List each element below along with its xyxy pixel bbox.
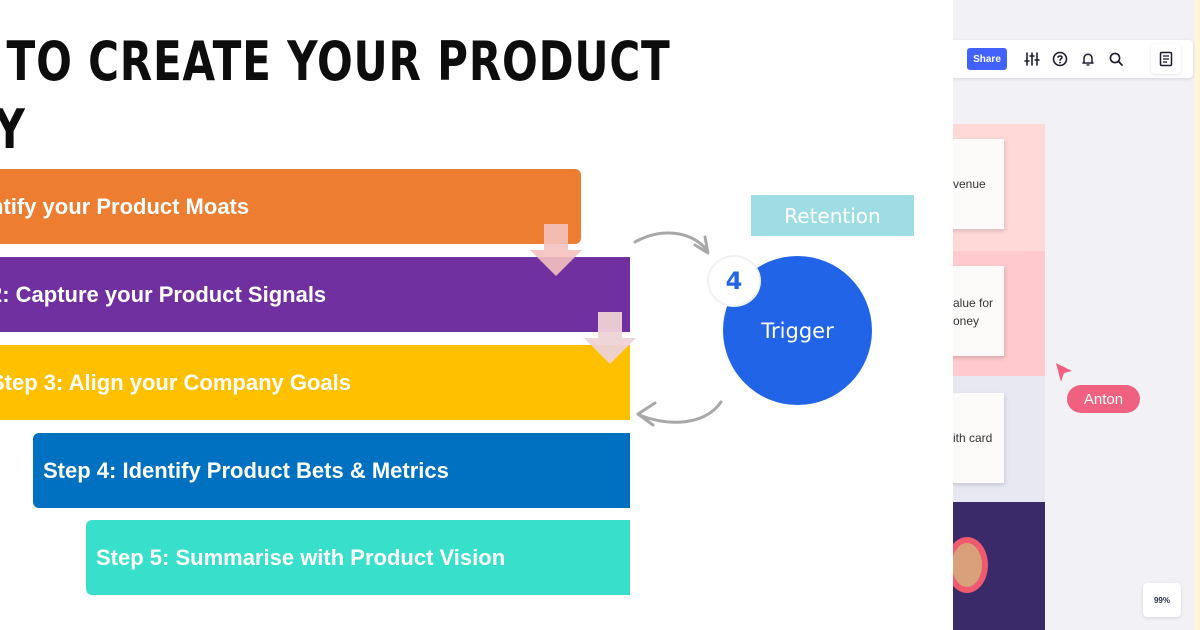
share-button-label: Share (973, 53, 1001, 65)
title-line-1: S TO CREATE YOUR PRODUCT (0, 30, 671, 93)
retention-label: Retention (784, 203, 881, 228)
step-3-bar: Step 3: Align your Company Goals (0, 345, 630, 420)
notes-icon (1159, 51, 1173, 67)
help-icon[interactable] (1051, 50, 1069, 68)
collaborator-name-tag: Anton (1067, 385, 1140, 413)
step-3-label: Step 3: Align your Company Goals (0, 369, 352, 395)
sticky-note[interactable]: ith card (953, 393, 1004, 483)
down-arrow-icon (584, 312, 636, 364)
step-number-badge: 4 (709, 257, 759, 305)
share-button[interactable]: Share (967, 48, 1007, 70)
step-5-label: Step 5: Summarise with Product Vision (96, 544, 506, 570)
avatar-face (953, 543, 982, 587)
trigger-label: Trigger (761, 318, 834, 343)
step-2-bar: 2: Capture your Product Signals (0, 257, 630, 332)
search-icon[interactable] (1107, 50, 1125, 68)
retention-label-box: Retention (751, 195, 914, 236)
title-line-2: GY (0, 96, 671, 164)
cycle-arrows-icon (633, 231, 723, 427)
zoom-level: 99% (1153, 595, 1170, 605)
step-2-label: 2: Capture your Product Signals (0, 281, 327, 307)
right-edge-strip (1195, 0, 1200, 630)
sticky-note-text: ith card (953, 431, 993, 445)
sticky-note-text: alue for (953, 296, 994, 310)
step-5-bar: Step 5: Summarise with Product Vision (86, 520, 630, 595)
sticky-note-text: oney (953, 314, 980, 328)
settings-sliders-icon[interactable] (1023, 50, 1041, 68)
step-number: 4 (725, 267, 743, 295)
step-4-bar: Step 4: Identify Product Bets & Metrics (33, 433, 630, 508)
sticky-note[interactable]: venue (953, 139, 1004, 229)
down-arrow-icon (530, 224, 582, 276)
sticky-note-text: venue (953, 177, 986, 191)
collaborator-name: Anton (1083, 390, 1124, 408)
slide-title: S TO CREATE YOUR PRODUCT GY (0, 28, 671, 164)
trigger-circle: Trigger (723, 256, 872, 405)
step-1-label: ntify your Product Moats (0, 193, 250, 219)
collaborator-cursor-icon (1056, 363, 1072, 382)
zoom-level-button[interactable]: 99% (1143, 583, 1181, 617)
bell-icon[interactable] (1079, 50, 1097, 68)
sticky-note[interactable]: alue for oney (953, 266, 1004, 356)
notes-button[interactable] (1151, 44, 1181, 74)
step-4-label: Step 4: Identify Product Bets & Metrics (43, 457, 449, 483)
step-1-bar: ntify your Product Moats (0, 169, 581, 244)
whiteboard-app-panel: venue alue for oney ith card Share (953, 0, 1200, 630)
avatar[interactable] (953, 537, 988, 593)
